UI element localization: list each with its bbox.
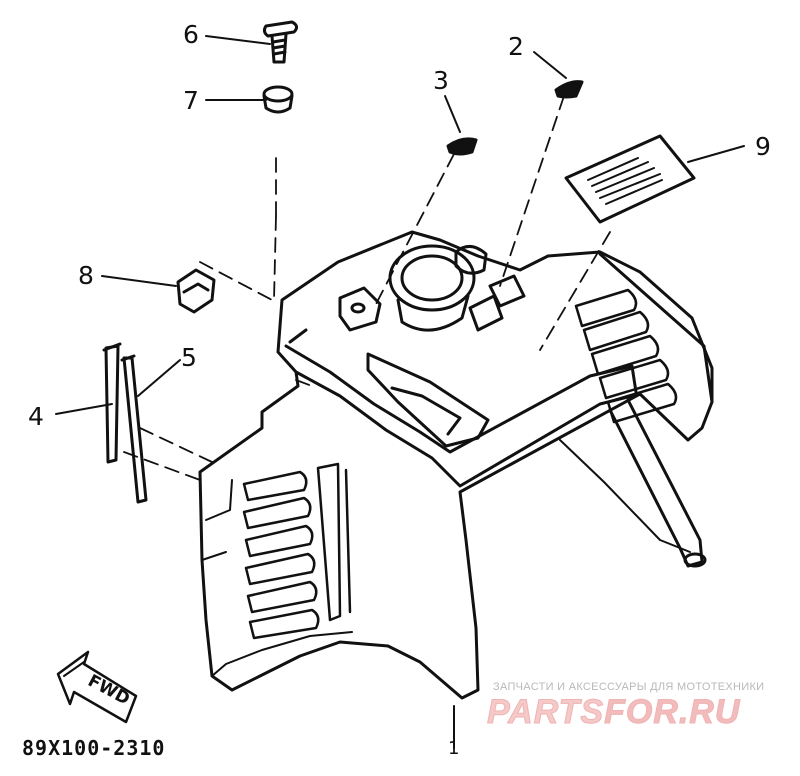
watermark-logo: PARTSFOR.RU [486,693,741,732]
callout-4: 4 [28,402,44,431]
callout-9: 9 [755,132,771,161]
callout-2: 2 [508,32,524,61]
callout-6: 6 [183,20,199,49]
grommet-part [262,85,294,114]
decal-part [564,134,696,224]
watermark-logo-left: PARTS [486,693,605,732]
screw-part [262,20,299,64]
rods-part [102,342,148,504]
watermark-logo-right: FOR.RU [604,693,741,732]
leader-lines [123,95,611,481]
callout-1: 1 [448,738,460,759]
clip-part [176,268,216,314]
cushion-part-3 [446,137,478,156]
fwd-arrow [56,650,138,724]
tank-cover-part [198,230,714,700]
callout-3: 3 [433,66,449,95]
cushion-part-2 [554,80,584,99]
callout-7: 7 [183,86,199,115]
watermark-caption: ЗАПЧАСТИ И АКСЕССУАРЫ ДЛЯ МОТОТЕХНИКИ [493,681,765,693]
callout-8: 8 [78,261,94,290]
callout-5: 5 [181,343,197,372]
fwd-label: FWD [84,671,133,710]
drawing-code: 89X100-2310 [22,736,166,760]
